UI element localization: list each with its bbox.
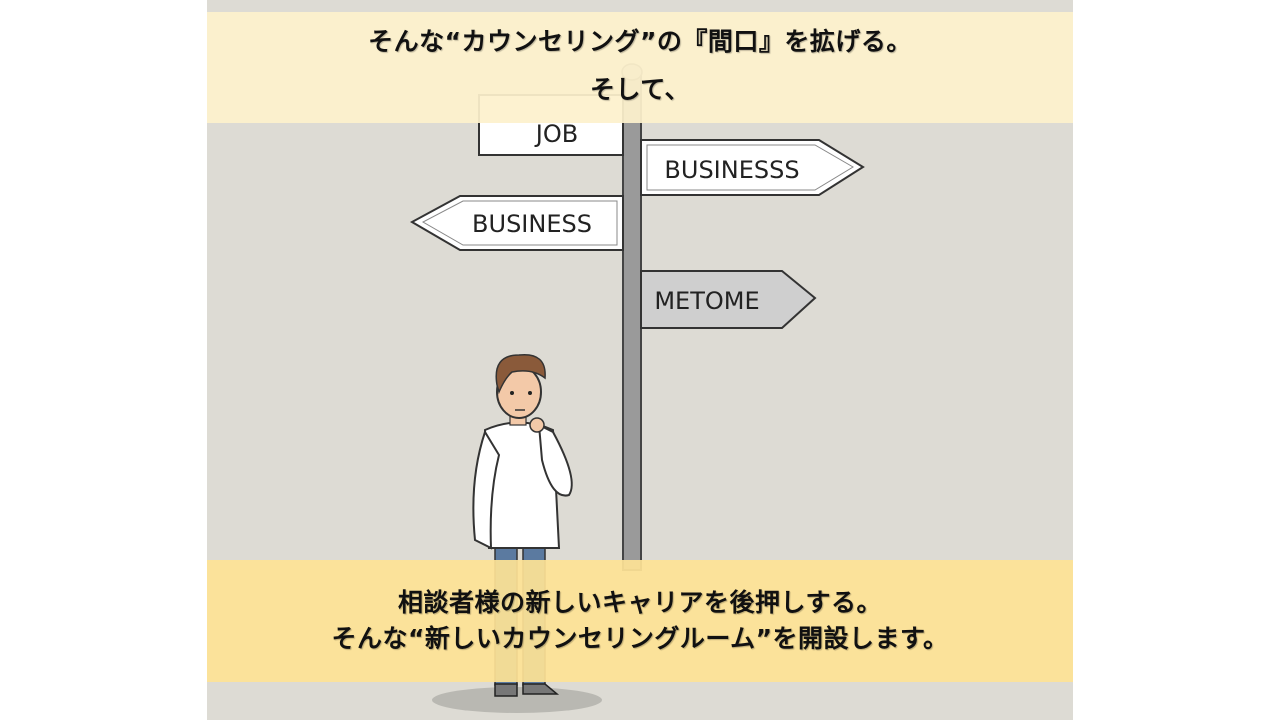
top-caption-line-1: そんな“カウンセリング”の『間口』を拡げる。 bbox=[368, 26, 912, 56]
svg-text:BUSINESSS: BUSINESSS bbox=[664, 156, 799, 184]
bottom-caption-line-1: 相談者様の新しいキャリアを後押しする。 bbox=[397, 588, 882, 617]
bottom-caption-line-2: そんな“新しいカウンセリングルーム”を開設します。 bbox=[331, 624, 949, 653]
svg-text:BUSINESS: BUSINESS bbox=[472, 210, 592, 238]
svg-text:METOME: METOME bbox=[654, 287, 759, 315]
signpost-illustration: JOB BUSINESSS BUSINESS METOME bbox=[409, 63, 865, 713]
sign-businesss: BUSINESSS bbox=[640, 139, 865, 196]
signpost-pole bbox=[622, 69, 642, 571]
sign-metome: METOME bbox=[640, 270, 817, 329]
slide: JOB BUSINESSS BUSINESS METOME bbox=[207, 0, 1073, 720]
top-caption-line-2: そして、 bbox=[589, 74, 690, 104]
svg-text:JOB: JOB bbox=[534, 120, 578, 148]
top-caption-band: そんな“カウンセリング”の『間口』を拡げる。 そして、 bbox=[207, 12, 1073, 123]
sign-business: BUSINESS bbox=[409, 195, 624, 251]
bottom-caption-band: 相談者様の新しいキャリアを後押しする。 そんな“新しいカウンセリングルーム”を開… bbox=[207, 560, 1073, 682]
